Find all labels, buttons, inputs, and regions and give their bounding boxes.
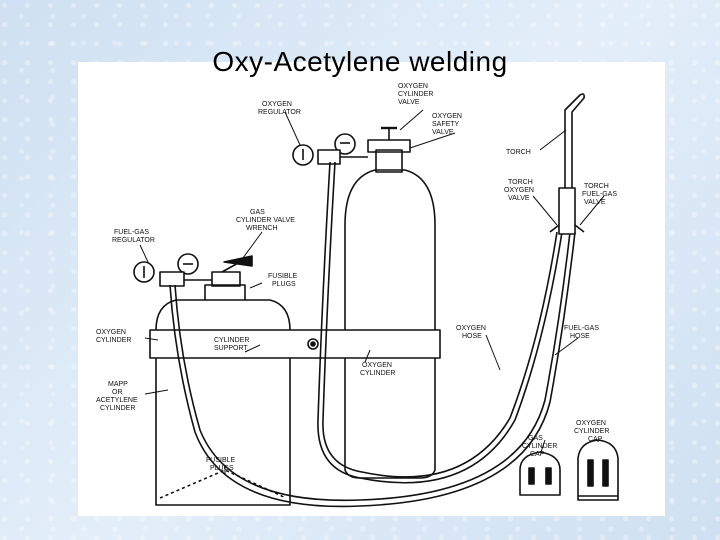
svg-text:SUPPORT: SUPPORT xyxy=(214,345,248,352)
label-fusible-plugs-top: FUSIBLE PLUGS xyxy=(268,273,298,288)
svg-text:CYLINDER: CYLINDER xyxy=(100,405,135,412)
gas-cylinder-cap xyxy=(519,451,561,496)
label-oxygen-cylinder-cap: OXYGEN CYLINDER CAP xyxy=(574,420,609,443)
label-torch-fuel-gas-valve: TORCH FUEL-GAS VALVE xyxy=(582,183,617,206)
svg-text:CAP: CAP xyxy=(588,436,603,443)
svg-text:OXYGEN: OXYGEN xyxy=(576,420,606,427)
label-gas-cylinder-valve-wrench: GAS CYLINDER VALVE WRENCH xyxy=(236,209,295,232)
svg-text:VALVE: VALVE xyxy=(584,199,606,206)
svg-text:REGULATOR: REGULATOR xyxy=(258,109,301,116)
page-title: Oxy-Acetylene welding xyxy=(212,46,508,77)
torch-tip xyxy=(564,93,585,188)
svg-text:GAS: GAS xyxy=(528,435,543,442)
label-fuel-gas-hose: FUEL-GAS HOSE xyxy=(564,325,599,340)
svg-text:CYLINDER: CYLINDER xyxy=(574,428,609,435)
oxygen-cylinder-cap xyxy=(577,439,619,501)
svg-text:OXYGEN: OXYGEN xyxy=(504,187,534,194)
svg-text:VALVE: VALVE xyxy=(508,195,530,202)
svg-text:CAP: CAP xyxy=(530,451,545,458)
fuel-cylinder-body xyxy=(155,299,291,506)
label-torch: TORCH xyxy=(506,149,531,156)
svg-text:HOSE: HOSE xyxy=(462,333,482,340)
svg-text:OXYGEN: OXYGEN xyxy=(262,101,292,108)
svg-text:TORCH: TORCH xyxy=(584,183,609,190)
fuel-cylinder-base xyxy=(159,469,287,499)
oxygen-cylinder-neck xyxy=(375,149,403,173)
svg-text:CYLINDER: CYLINDER xyxy=(522,443,557,450)
oxygen-gauge-right xyxy=(334,133,356,155)
label-oxygen-regulator: OXYGEN REGULATOR xyxy=(258,101,301,116)
label-torch-oxygen-valve: TORCH OXYGEN VALVE xyxy=(504,179,534,202)
oxygen-cylinder-body xyxy=(344,169,436,479)
svg-text:REGULATOR: REGULATOR xyxy=(112,237,155,244)
svg-text:CYLINDER: CYLINDER xyxy=(360,370,395,377)
svg-text:OXYGEN: OXYGEN xyxy=(456,325,486,332)
svg-text:OXYGEN: OXYGEN xyxy=(362,362,392,369)
svg-text:MAPP: MAPP xyxy=(108,381,128,388)
svg-text:OXYGEN: OXYGEN xyxy=(398,83,428,90)
torch-body xyxy=(558,187,576,235)
svg-text:HOSE: HOSE xyxy=(570,333,590,340)
svg-text:FUSIBLE: FUSIBLE xyxy=(206,457,236,464)
svg-text:CYLINDER VALVE: CYLINDER VALVE xyxy=(236,217,295,224)
svg-text:GAS: GAS xyxy=(250,209,265,216)
cylinder-support-strap xyxy=(149,329,441,359)
label-fuel-gas-regulator: FUEL-GAS REGULATOR xyxy=(112,229,155,244)
svg-text:SAFETY: SAFETY xyxy=(432,121,460,128)
label-oxygen-safety-valve: OXYGEN SAFETY VALVE xyxy=(432,113,462,136)
svg-text:ACETYLENE: ACETYLENE xyxy=(96,397,138,404)
label-gas-cylinder-cap: GAS CYLINDER CAP xyxy=(522,435,557,458)
label-oxygen-hose: OXYGEN HOSE xyxy=(456,325,486,340)
svg-text:CYLINDER: CYLINDER xyxy=(398,91,433,98)
svg-text:OXYGEN: OXYGEN xyxy=(96,329,126,336)
svg-text:OR: OR xyxy=(112,389,123,396)
label-oxygen-cylinder-left: OXYGEN CYLINDER xyxy=(96,329,131,344)
svg-text:CYLINDER: CYLINDER xyxy=(96,337,131,344)
svg-text:FUEL-GAS: FUEL-GAS xyxy=(582,191,617,198)
svg-text:FUEL-GAS: FUEL-GAS xyxy=(114,229,149,236)
fuel-gas-hose xyxy=(174,231,571,502)
svg-text:CYLINDER: CYLINDER xyxy=(214,337,249,344)
svg-text:PLUGS: PLUGS xyxy=(210,465,234,472)
fuel-cylinder-top xyxy=(204,284,246,300)
svg-text:VALVE: VALVE xyxy=(398,99,420,106)
svg-text:TORCH: TORCH xyxy=(506,149,531,156)
svg-text:VALVE: VALVE xyxy=(432,129,454,136)
svg-text:FUSIBLE: FUSIBLE xyxy=(268,273,298,280)
label-cylinder-support: CYLINDER SUPPORT xyxy=(214,337,249,352)
svg-text:FUEL-GAS: FUEL-GAS xyxy=(564,325,599,332)
label-mapp-cylinder: MAPP OR ACETYLENE CYLINDER xyxy=(96,381,138,412)
svg-text:WRENCH: WRENCH xyxy=(246,225,278,232)
svg-text:OXYGEN: OXYGEN xyxy=(432,113,462,120)
label-oxygen-cylinder-valve: OXYGEN CYLINDER VALVE xyxy=(398,83,433,106)
label-oxygen-cylinder-center: OXYGEN CYLINDER xyxy=(360,362,395,377)
svg-text:TORCH: TORCH xyxy=(508,179,533,186)
label-fusible-plugs-bottom: FUSIBLE PLUGS xyxy=(206,457,236,472)
oxygen-hose xyxy=(317,161,563,484)
svg-text:PLUGS: PLUGS xyxy=(272,281,296,288)
